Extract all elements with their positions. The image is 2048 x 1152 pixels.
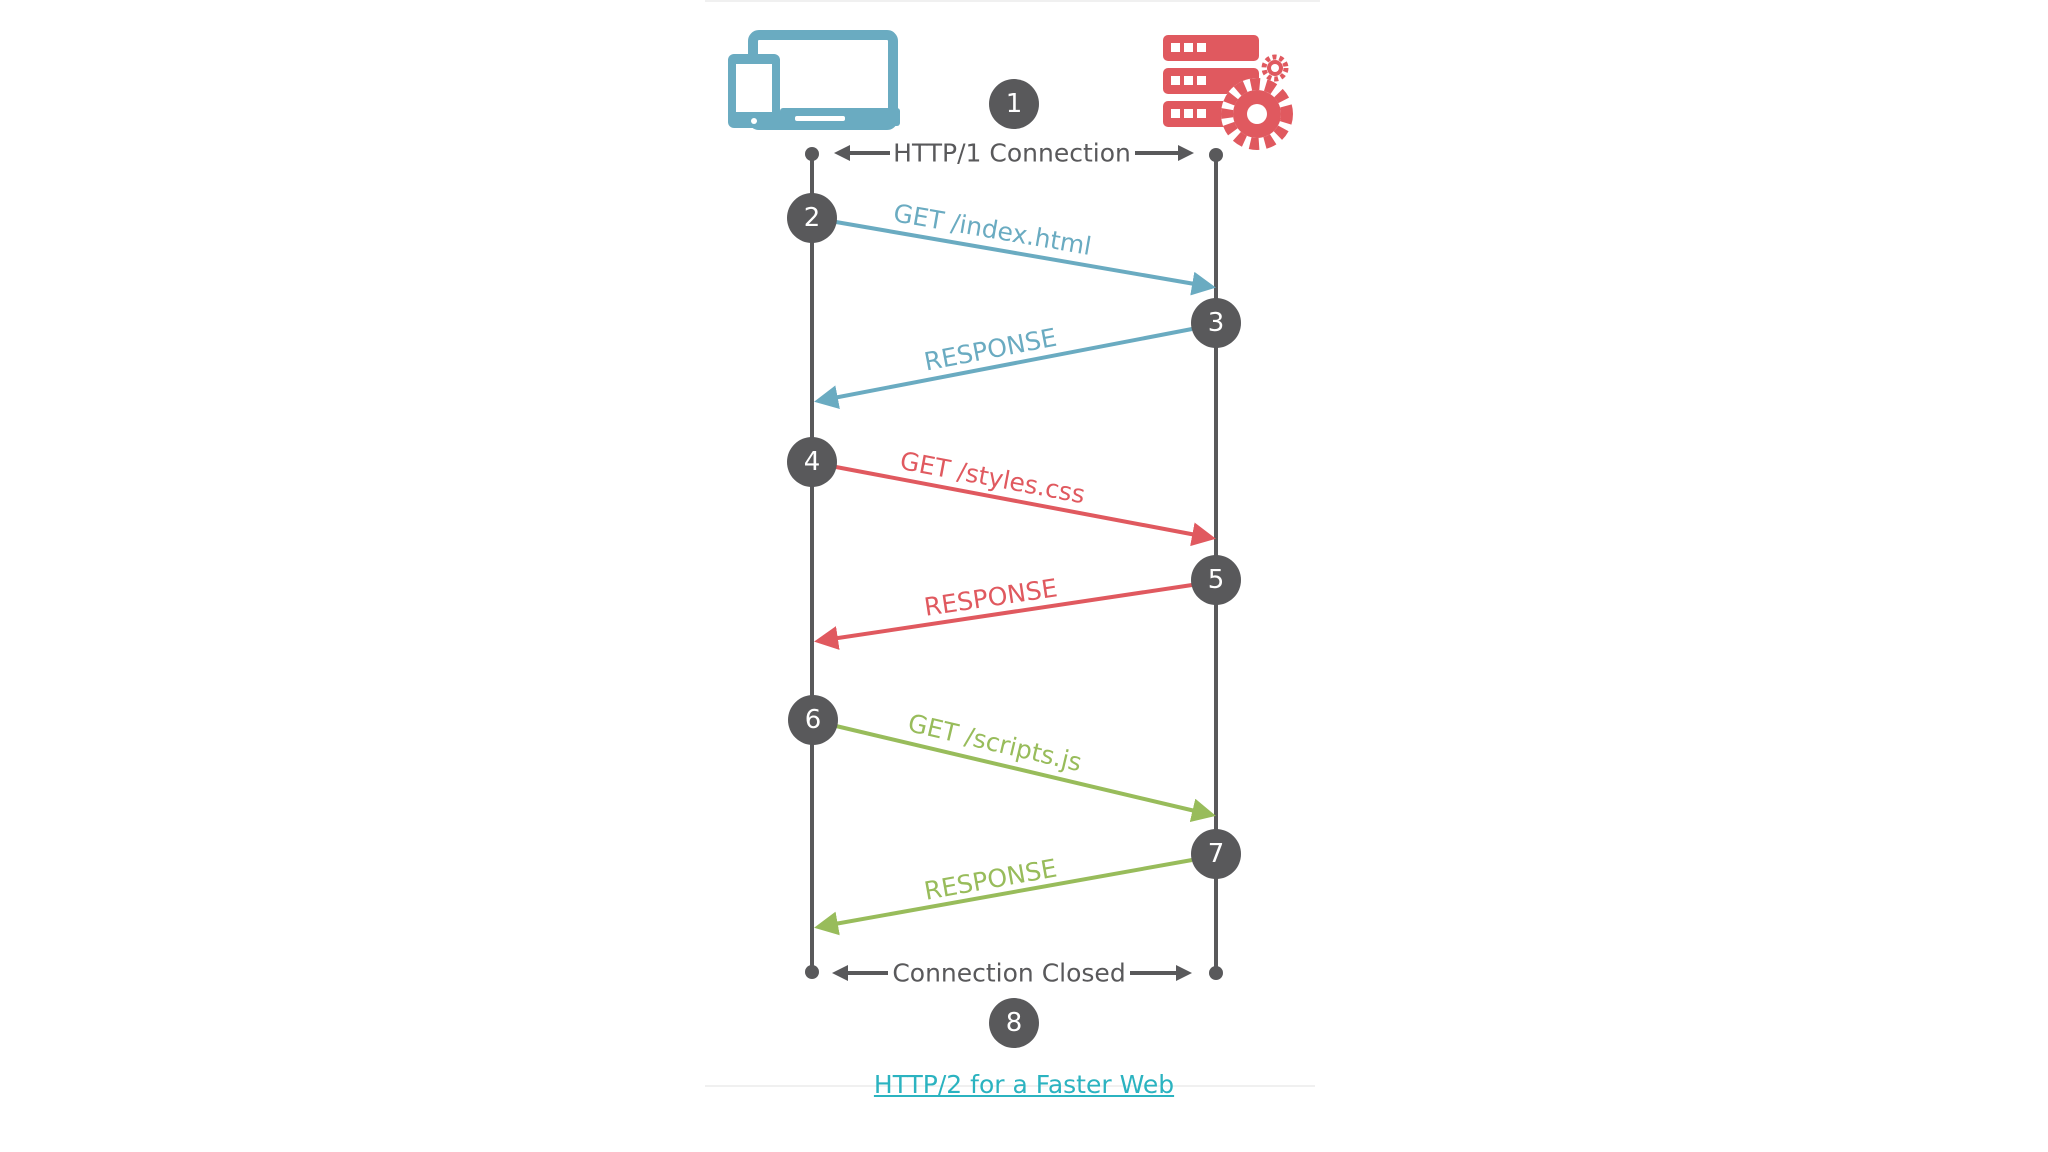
connection-closed-label: Connection Closed (892, 959, 1125, 988)
svg-text:1: 1 (1006, 89, 1023, 119)
lifeline-dot (1209, 966, 1223, 980)
lifeline-dot (805, 147, 819, 161)
lifeline-dot (805, 965, 819, 979)
message-arrow (814, 583, 1193, 650)
step-badge-1: 1 (989, 79, 1039, 129)
svg-text:4: 4 (804, 447, 821, 477)
step-badge-3: 3 (1191, 298, 1241, 348)
message-arrow (814, 858, 1193, 936)
message-arrow (814, 327, 1193, 410)
footer: HTTP/2 for a Faster Web (0, 1070, 2048, 1099)
server-gear-icon (1163, 35, 1293, 150)
svg-text:6: 6 (805, 705, 822, 735)
message-label: GET /styles.css (898, 446, 1088, 509)
svg-text:8: 8 (1006, 1008, 1023, 1038)
step-badge-6: 6 (788, 695, 838, 745)
svg-text:7: 7 (1208, 839, 1225, 869)
message-label: GET /scripts.js (905, 708, 1084, 777)
svg-text:2: 2 (804, 203, 821, 233)
devices-icon (728, 30, 900, 130)
step-badge-4: 4 (787, 437, 837, 487)
lifeline-dot (1209, 148, 1223, 162)
svg-text:3: 3 (1208, 308, 1225, 338)
step-badge-7: 7 (1191, 829, 1241, 879)
message-arrow (835, 220, 1216, 296)
connection-open-label: HTTP/1 Connection (893, 139, 1131, 168)
message-arrow (835, 465, 1216, 547)
step-badge-8: 8 (989, 998, 1039, 1048)
http2-article-link[interactable]: HTTP/2 for a Faster Web (873, 1070, 1175, 1099)
step-badge-5: 5 (1191, 555, 1241, 605)
message-label: GET /index.html (891, 198, 1093, 261)
step-badge-2: 2 (787, 193, 837, 243)
message-arrow (835, 724, 1216, 823)
svg-text:5: 5 (1208, 565, 1225, 595)
